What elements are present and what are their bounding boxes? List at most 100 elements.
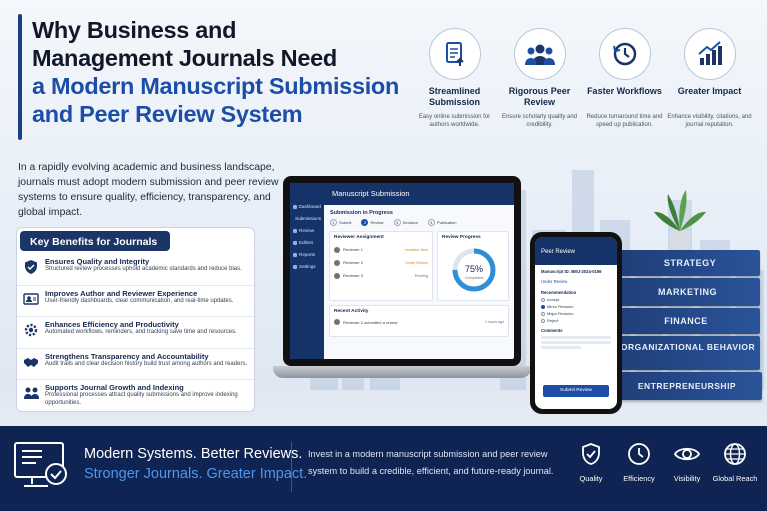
benefit-desc: Professional processes attract quality s…: [45, 392, 238, 406]
sidebar-item-submissions[interactable]: Submissions: [290, 213, 324, 225]
page-title: Why Business and Management Journals Nee…: [32, 16, 407, 128]
radio-accept[interactable]: Accept: [535, 296, 617, 303]
laptop-mockup: Dashboard Submissions Review Editors Rep…: [273, 176, 531, 382]
sidebar-item-review[interactable]: Review: [290, 225, 324, 237]
shield-check-icon: [23, 259, 45, 282]
monitor-check-icon: [12, 440, 70, 497]
gear-icon: [23, 322, 45, 345]
app-sidebar: Dashboard Submissions Review Editors Rep…: [290, 183, 324, 359]
step-number: 3: [393, 219, 401, 226]
avatar: [334, 246, 340, 253]
reviewer-status: Pending: [414, 273, 428, 278]
footer-item-label: Efficiency: [623, 474, 655, 483]
sidebar-item-dashboard[interactable]: Dashboard: [290, 201, 324, 213]
step-number: 1: [330, 219, 337, 226]
step-number: 4: [427, 219, 435, 226]
footer-text: Invest in a modern manuscript submission…: [308, 449, 554, 476]
radio-indicator: [541, 318, 545, 323]
book-spine: ENTREPRENEURSHIP: [612, 372, 762, 400]
feature-streamlined-submission: Streamlined Submission Easy online submi…: [412, 28, 497, 129]
submit-review-button[interactable]: Submit Review: [543, 385, 609, 397]
book-stack: STRATEGY MARKETING FINANCE ORGANIZATIONA…: [612, 246, 767, 406]
recent-activity-panel: Recent Activity Reviewer 2 submitted a r…: [329, 305, 509, 337]
book-spine: FINANCE: [612, 308, 760, 334]
radio-reject[interactable]: Reject: [535, 317, 617, 324]
review-progress-panel: Review Progress 75% Completed: [437, 231, 509, 301]
feature-desc: Easy online submission for authors world…: [418, 114, 491, 128]
clock-icon: [628, 443, 650, 465]
book-spine: STRATEGY: [620, 250, 760, 276]
globe-icon: [724, 443, 746, 465]
reviewer-status: Under Review: [405, 260, 428, 265]
reviewer-row[interactable]: Reviewer 2 Under Review: [330, 256, 432, 269]
footer-divider: [291, 442, 292, 492]
user-experience-icon: [23, 291, 45, 314]
footer-item-quality: Quality: [567, 442, 615, 483]
option-label: Minor Revision: [547, 304, 574, 309]
title-line-1: Why Business and: [32, 17, 237, 43]
document-upload-icon: [428, 28, 481, 80]
growth-chart-icon: [683, 28, 736, 80]
benefit-desc: Structured review processes uphold acade…: [45, 266, 242, 272]
comments-textarea[interactable]: [535, 336, 617, 349]
progress-value: 75%: [465, 264, 483, 274]
handshake-icon: [23, 354, 45, 377]
feature-row: Streamlined Submission Easy online submi…: [412, 28, 752, 129]
sidebar-item-editors[interactable]: Editors: [290, 237, 324, 249]
feature-desc: Ensure scholarly quality and credibility…: [501, 114, 578, 128]
phone-screen: Peer Review Manuscript ID: BMJ-2024-0156…: [535, 237, 617, 409]
benefit-desc: Audit trails and clear decision history …: [45, 360, 248, 367]
title-line-2: Management Journals Need: [32, 45, 337, 71]
status-badge: Under Review: [541, 279, 568, 284]
key-benefits-heading: Key Benefits for Journals: [20, 231, 170, 251]
people-group-icon: [513, 28, 566, 80]
sidebar-item-reports[interactable]: Reports: [290, 249, 324, 261]
benefit-title: Improves Author and Reviewer Experience: [45, 288, 198, 298]
phone-title: Peer Review: [535, 237, 617, 265]
title-accent-bar: [18, 14, 22, 140]
reviewer-status: Invitation Sent: [405, 247, 428, 252]
laptop-screen: Dashboard Submissions Review Editors Rep…: [283, 176, 521, 366]
reviewer-name: Reviewer 2: [343, 260, 364, 265]
clock-refresh-icon: [598, 28, 651, 80]
benefit-title: Strengthens Transparency and Accountabil…: [45, 351, 209, 361]
footer-item-global-reach: Global Reach: [711, 442, 759, 483]
phone-mockup: Peer Review Manuscript ID: BMJ-2024-0156…: [530, 232, 622, 414]
option-label: Major Revision: [547, 311, 574, 316]
benefit-desc: Automated workflows, reminders, and trac…: [45, 329, 237, 335]
step-label: Review: [370, 220, 384, 225]
recommendation-label: Recommendation: [541, 290, 577, 295]
option-label: Accept: [547, 297, 560, 302]
footer-headline-2: Stronger Journals. Greater Impact.: [84, 466, 308, 482]
feature-desc: Enhance visibility, citations, and journ…: [667, 114, 752, 128]
feature-desc: Reduce turnaround time and speed up publ…: [586, 114, 663, 128]
footer-headline-1: Modern Systems. Better Reviews.: [84, 446, 303, 462]
feature-greater-impact: Greater Impact Enhance visibility, citat…: [667, 28, 752, 129]
benefit-title: Supports Journal Growth and Indexing: [45, 383, 184, 392]
panel-title: Reviewer Assignment: [334, 235, 384, 240]
radio-major-revision[interactable]: Major Revision: [535, 310, 617, 317]
benefit-title: Enhances Efficiency and Productivity: [45, 320, 179, 329]
feature-title: Greater Impact: [677, 86, 742, 96]
benefit-desc: User-friendly dashboards, clear communic…: [45, 297, 234, 304]
footer-banner: Modern Systems. Better Reviews. Stronger…: [0, 426, 767, 511]
plant-decoration: [650, 186, 710, 252]
radio-minor-revision[interactable]: Minor Revision: [535, 303, 617, 310]
step-label: Decision: [402, 220, 418, 225]
title-line-4: and Peer Review System: [32, 101, 303, 127]
option-label: Reject: [547, 318, 559, 323]
feature-title: Streamlined Submission: [428, 86, 481, 107]
comments-label: Comments: [541, 328, 563, 333]
sidebar-item-settings[interactable]: Settings: [290, 261, 324, 273]
step-number: 2: [361, 219, 369, 226]
